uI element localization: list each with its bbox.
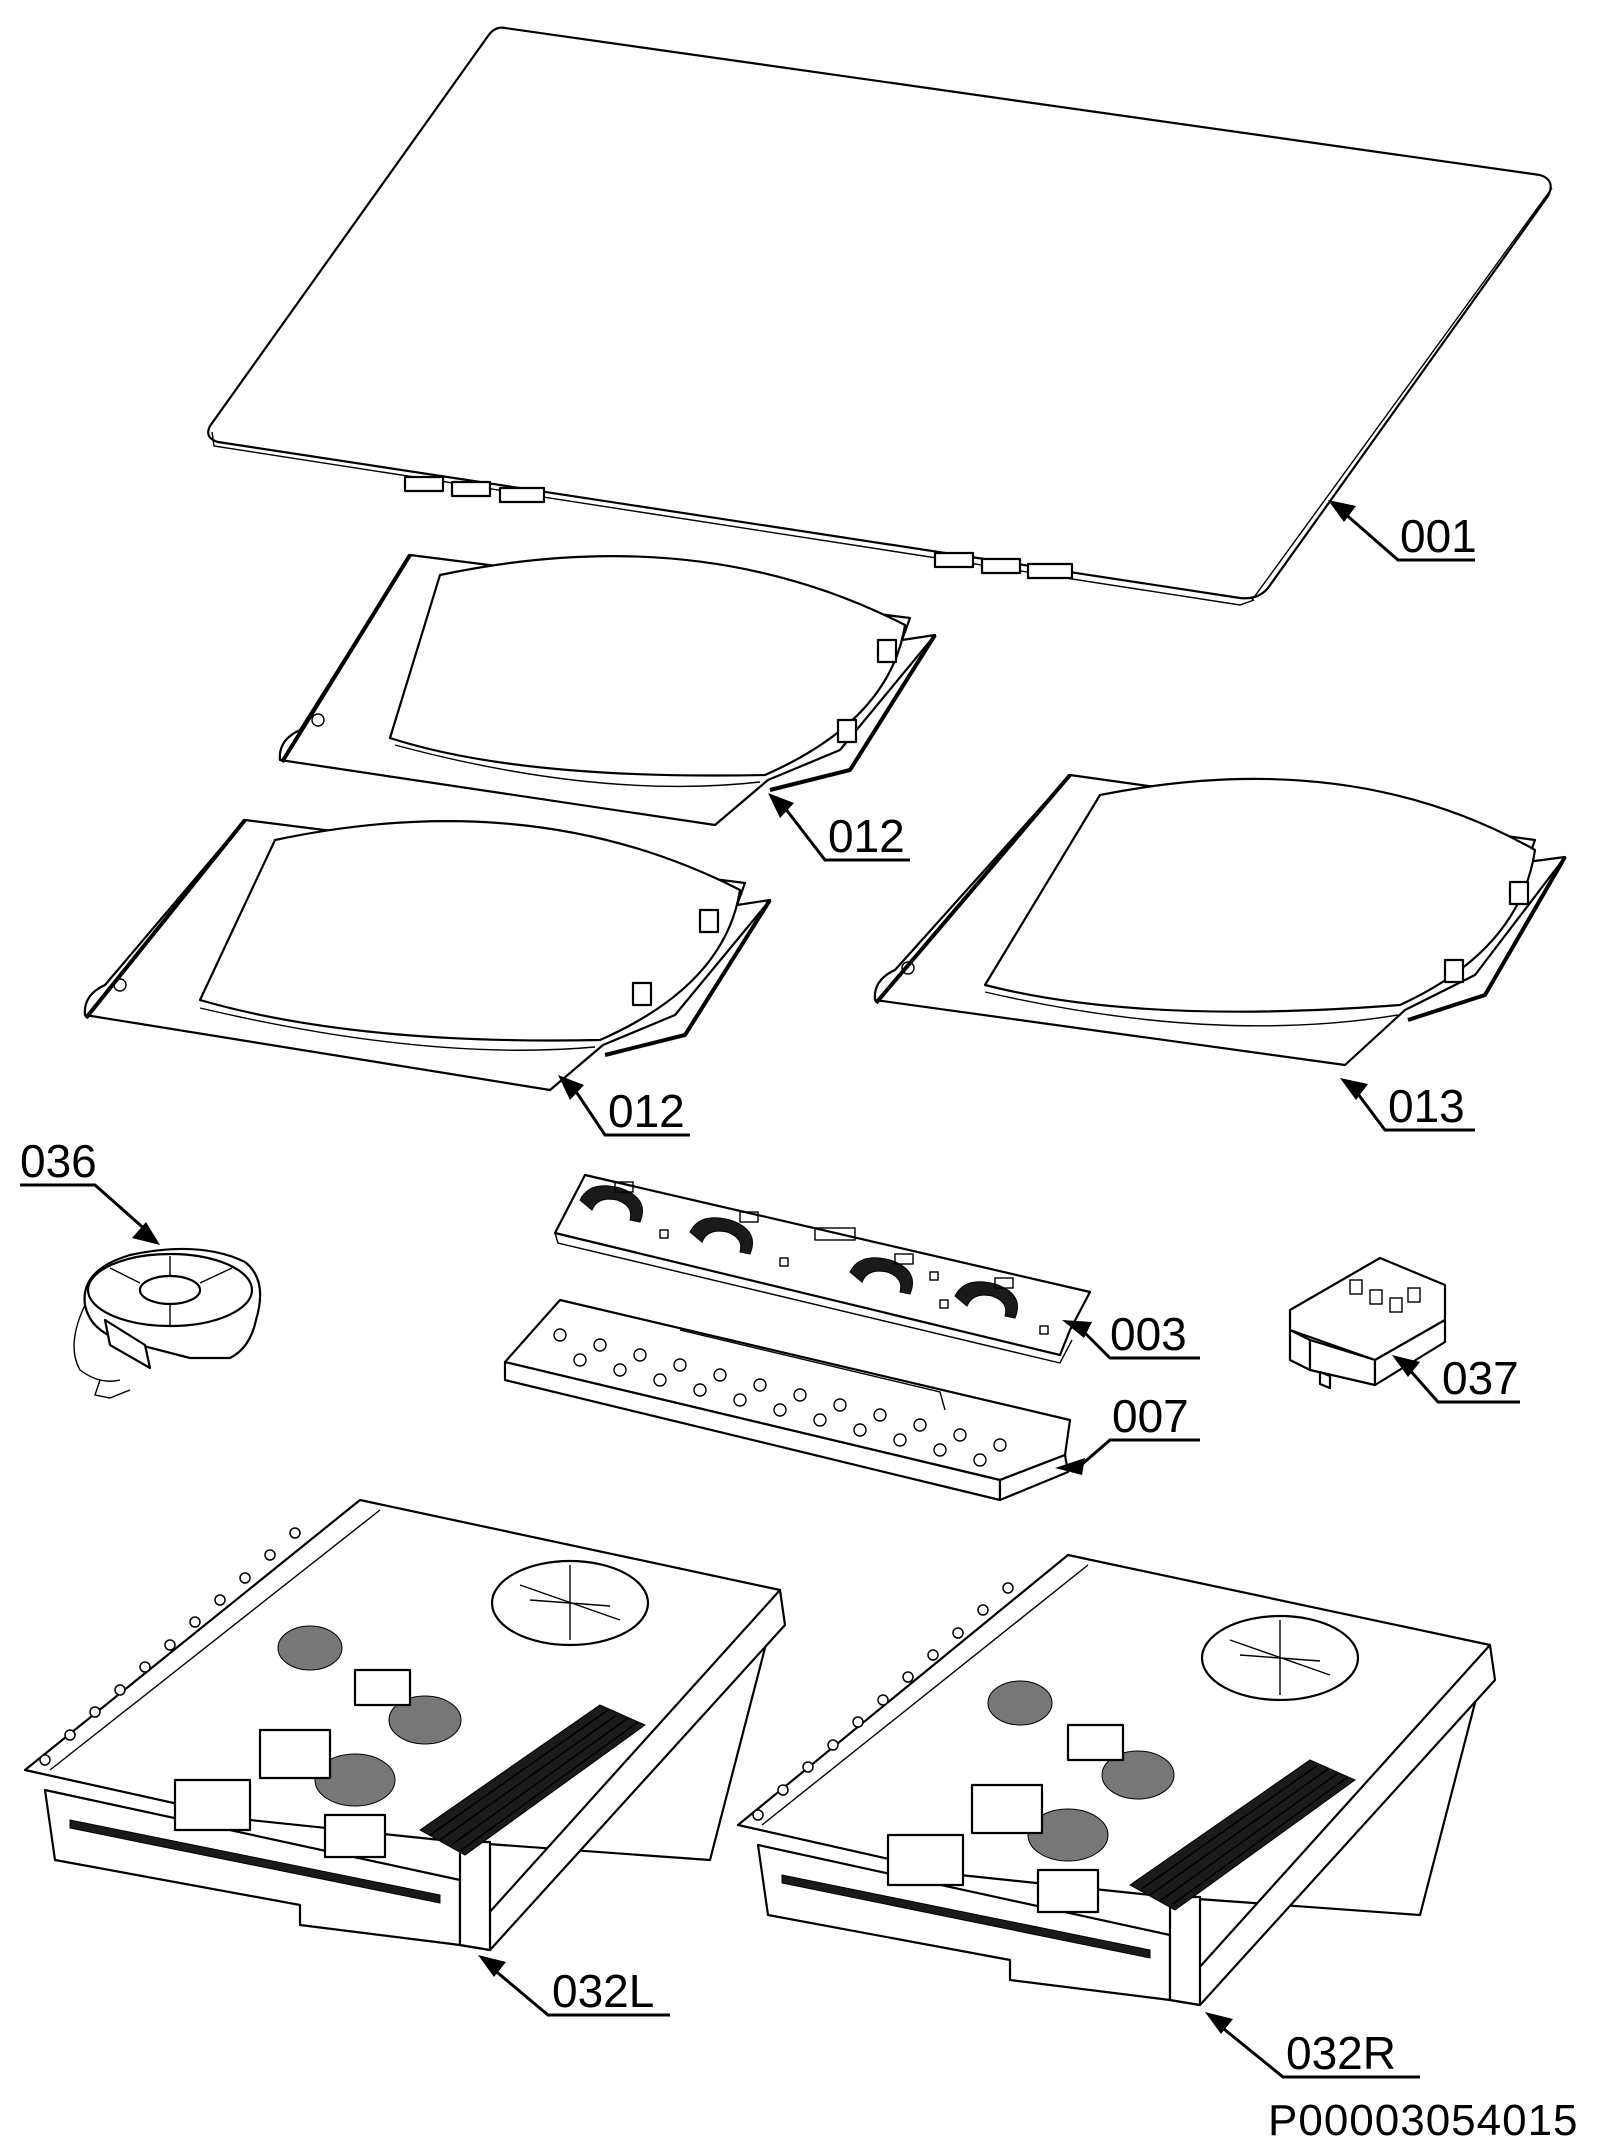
power-board-left-part [23, 1498, 787, 1952]
callout-032R: 032R [1205, 2012, 1420, 2079]
power-board-right-part [736, 1553, 1497, 2007]
callout-label-012-rear: 012 [828, 810, 905, 862]
callout-013: 013 [1340, 1078, 1475, 1132]
callout-036: 036 [20, 1135, 160, 1245]
induction-coil-rear-left [278, 553, 937, 827]
callout-037: 037 [1392, 1352, 1520, 1404]
fan-part [73, 1247, 262, 1399]
control-board-part [553, 1173, 1092, 1364]
callout-label-037: 037 [1442, 1352, 1519, 1404]
callout-012-rear: 012 [768, 793, 910, 862]
induction-coil-front-left [83, 818, 772, 1092]
induction-coil-right [873, 773, 1567, 1067]
callout-007: 007 [1055, 1390, 1200, 1475]
callout-001: 001 [1328, 500, 1477, 562]
callout-label-012-front: 012 [608, 1085, 685, 1137]
callout-label-003: 003 [1110, 1308, 1187, 1360]
callout-032L: 032L [478, 1955, 670, 2017]
glass-top-part [207, 26, 1553, 606]
terminal-block-part [1288, 1256, 1447, 1390]
callout-012-front: 012 [558, 1075, 690, 1137]
callout-label-032R: 032R [1286, 2027, 1396, 2079]
board-holder-part [503, 1298, 1072, 1502]
document-number: P00003054015 [1268, 2096, 1579, 2145]
callout-label-007: 007 [1112, 1390, 1189, 1442]
callout-label-013: 013 [1388, 1080, 1465, 1132]
callout-label-036: 036 [20, 1135, 97, 1187]
callout-003: 003 [1062, 1308, 1200, 1360]
callout-label-032L: 032L [552, 1965, 654, 2017]
callout-label-001: 001 [1400, 510, 1477, 562]
